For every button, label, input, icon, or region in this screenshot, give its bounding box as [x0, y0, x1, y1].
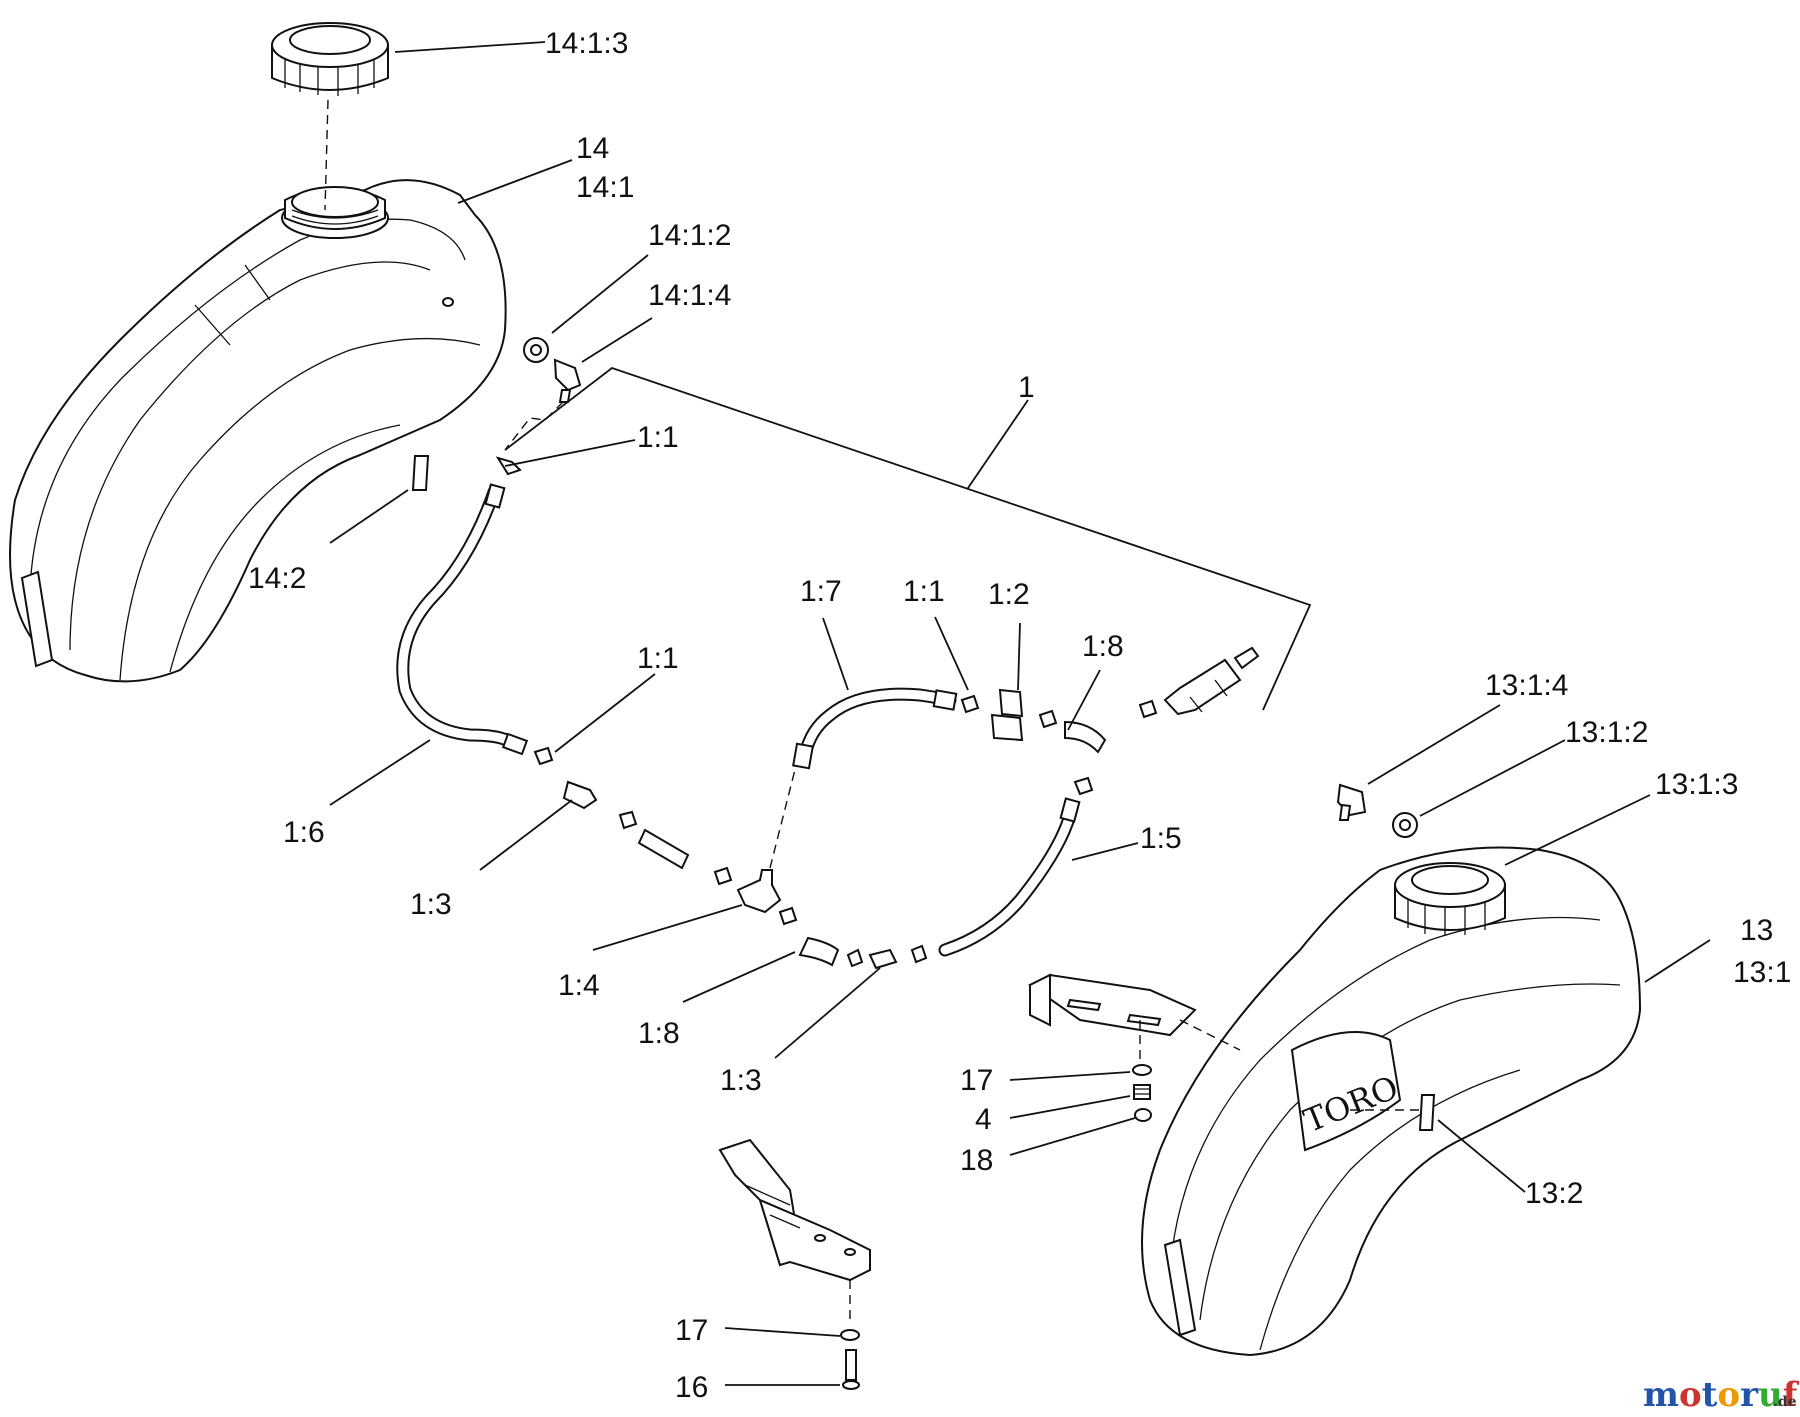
label-clamp-top: 1:1 — [637, 421, 679, 454]
label-washer-a: 17 — [960, 1064, 993, 1097]
left-elbow-fitting — [553, 358, 582, 403]
label-pin-right: 13:2 — [1525, 1177, 1583, 1210]
label-hose-upper: 1:7 — [800, 575, 842, 608]
label-tank-right-a: 13 — [1740, 914, 1773, 947]
right-elbow-fitting — [1336, 783, 1367, 821]
right-fuel-cap — [1394, 862, 1506, 936]
bracket-nut — [1134, 1108, 1152, 1122]
label-clamp-mid: 1:1 — [903, 575, 945, 608]
left-fuel-cap — [271, 22, 389, 96]
label-tank-right-b: 13:1 — [1733, 956, 1791, 989]
label-tank-left-b: 14:1 — [576, 171, 634, 204]
label-valve: 1:2 — [988, 578, 1030, 611]
bracket-washer — [1132, 1064, 1152, 1076]
right-pin — [1418, 1094, 1436, 1131]
watermark-letter: f — [1783, 1375, 1800, 1415]
watermark-letter: o — [1679, 1375, 1702, 1415]
watermark-text: motoruf — [1643, 1375, 1800, 1415]
label-cap-right: 13:1:3 — [1655, 768, 1738, 801]
watermark-suffix: .de — [1773, 1394, 1797, 1410]
label-tank-left-a: 14 — [576, 132, 609, 165]
left-grommet — [523, 337, 549, 363]
watermark-letter: m — [1643, 1375, 1679, 1415]
watermark-letter: o — [1717, 1375, 1740, 1415]
leader-lines — [329, 41, 1711, 1386]
label-bolt: 16 — [675, 1371, 708, 1404]
label-hose-long: 1:6 — [283, 816, 325, 849]
label-elbow-upper: 1:8 — [1082, 630, 1124, 663]
watermark-letter: r — [1740, 1375, 1759, 1415]
label-kit: 1 — [1018, 371, 1035, 404]
fuel-line-assembly — [396, 456, 1260, 970]
label-spring: 4 — [975, 1103, 992, 1136]
label-grommet-right: 13:1:2 — [1565, 716, 1648, 749]
label-nut: 18 — [960, 1144, 993, 1177]
bracket-spring — [1133, 1084, 1151, 1100]
left-fuel-tank — [9, 179, 507, 683]
label-hose-right: 1:5 — [1140, 822, 1182, 855]
label-elbow-lower: 1:8 — [638, 1017, 680, 1050]
watermark-letter: t — [1702, 1375, 1718, 1415]
label-grommet-left: 14:1:2 — [648, 219, 731, 252]
skid-bolt — [842, 1349, 860, 1390]
watermark-letter: u — [1758, 1375, 1783, 1415]
label-fitting-b: 1:3 — [720, 1064, 762, 1097]
left-pin — [411, 455, 430, 491]
skid-washer — [840, 1329, 860, 1341]
right-grommet — [1392, 812, 1418, 838]
tank-bracket — [1028, 973, 1197, 1037]
label-washer-b: 17 — [675, 1314, 708, 1347]
label-elbow-left: 14:1:4 — [648, 279, 731, 312]
label-clamp-left: 1:1 — [637, 642, 679, 675]
label-tee: 1:4 — [558, 969, 600, 1002]
skid-bracket — [718, 1138, 871, 1282]
label-fitting-a: 1:3 — [410, 888, 452, 921]
label-pin-left: 14:2 — [248, 562, 306, 595]
label-elbow-right: 13:1:4 — [1485, 669, 1568, 702]
watermark-logo: motoruf .de — [1643, 1375, 1800, 1415]
right-fuel-tank: TORO — [1141, 846, 1642, 1357]
label-cap-top: 14:1:3 — [545, 27, 628, 60]
